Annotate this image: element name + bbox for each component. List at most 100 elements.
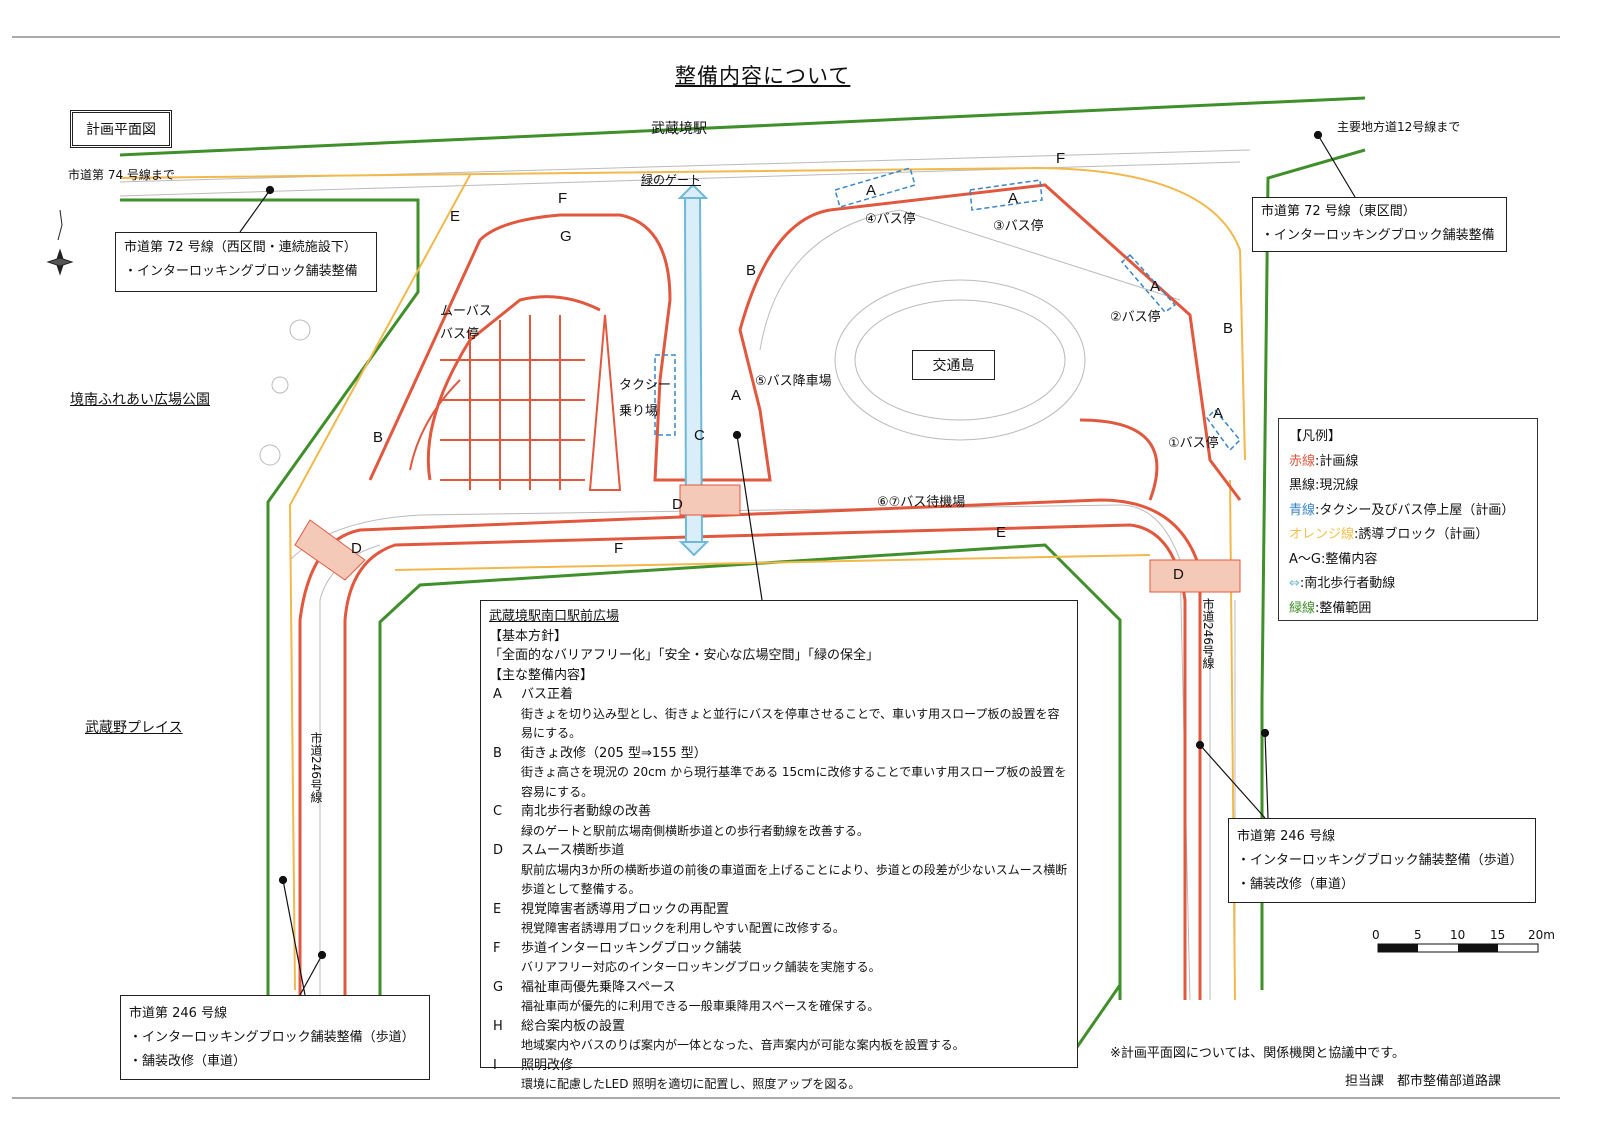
callout-route72-east: 市道第 72 号線（東区間） ・インターロッキングブロック舗装整備 bbox=[1252, 197, 1507, 252]
work-item: F 歩道インターロッキングブロック舗装 bbox=[489, 939, 1069, 959]
scale-bar bbox=[1377, 943, 1539, 953]
work-item-title: 街きょ改修（205 型⇒155 型） bbox=[521, 745, 707, 761]
map-letter: F bbox=[558, 190, 568, 207]
work-item-title: 福祉車両優先乗降スペース bbox=[521, 979, 676, 995]
work-item-desc: 街きょ高さを現況の 20cm から現行基準である 15cmに改修することで車いす… bbox=[521, 765, 1067, 799]
bus-stop-3-label: ③バス停 bbox=[993, 219, 1044, 234]
mubus-label: ムーバス bbox=[440, 304, 492, 319]
legend-key: 赤線 bbox=[1289, 453, 1316, 469]
traffic-island-label: 交通島 bbox=[912, 350, 995, 380]
callout-route72-west: 市道第 72 号線（西区間・連続施設下） ・インターロッキングブロック舗装整備 bbox=[115, 232, 377, 292]
bus-wait-67-label: ⑥⑦バス待機場 bbox=[877, 495, 966, 510]
road-246-left-label: 市道246号線 bbox=[309, 732, 323, 803]
smooth-crosswalks bbox=[294, 484, 1241, 593]
station-label: 武蔵境駅 bbox=[651, 121, 707, 137]
legend-key: 黒線 bbox=[1289, 478, 1316, 493]
work-item: G 福祉車両優先乗降スペース bbox=[489, 978, 1069, 998]
bus-shelters-grid bbox=[409, 314, 622, 491]
legend-key: 青線 bbox=[1289, 502, 1316, 518]
callout-title: 市道第 246 号線 bbox=[129, 1006, 228, 1021]
legend-title: 【凡例】 bbox=[1289, 429, 1342, 444]
legend-key: ⇔ bbox=[1289, 576, 1300, 591]
work-item-title: 歩道インターロッキングブロック舗装 bbox=[521, 940, 742, 956]
north-south-pedestrian-arrow bbox=[677, 183, 710, 557]
canopy-blue-lines bbox=[654, 167, 1242, 452]
callout-item: ・インターロッキングブロック舗装整備（歩道） bbox=[129, 1030, 415, 1045]
legend-text: :南北歩行者動線 bbox=[1299, 576, 1396, 591]
legend-text: :タクシー及びバス停上屋（計画） bbox=[1315, 502, 1515, 518]
legend-item: 青線:タクシー及びバス停上屋（計画） bbox=[1289, 499, 1527, 524]
map-letter: F bbox=[614, 540, 624, 557]
legend-item: ⇔:南北歩行者動線 bbox=[1289, 572, 1527, 597]
taxi-label: タクシー bbox=[619, 378, 672, 393]
work-item-desc: 地域案内やバスのりば案内が一体となった、音声案内が可能な案内板を設置する。 bbox=[521, 1038, 965, 1052]
work-item-key: F bbox=[493, 940, 501, 956]
work-item-desc: 福祉車両が優先的に利用できる一般車乗降用スペースを確保する。 bbox=[521, 999, 880, 1013]
park-label: 境南ふれあい広場公園 bbox=[70, 392, 210, 408]
green-gate-label: 緑のゲート bbox=[641, 173, 702, 187]
work-item-desc: バリアフリー対応のインターロッキングブロック舗装を実施する。 bbox=[521, 960, 881, 974]
callout-item: ・インターロッキングブロック舗装整備（歩道） bbox=[1237, 853, 1523, 868]
legend-text: :計画線 bbox=[1315, 453, 1359, 469]
legend-text: :誘導ブロック（計画） bbox=[1354, 527, 1489, 542]
legend-key: オレンジ線 bbox=[1289, 527, 1355, 542]
place-label: 武蔵野プレイス bbox=[85, 720, 183, 736]
work-item-title: 照明改修 bbox=[521, 1057, 574, 1073]
summary-box: 武蔵境駅南口駅前広場 【基本方針】 「全面的なバリアフリー化」「安全・安心な広場… bbox=[480, 600, 1078, 1091]
guide-orange-lines bbox=[119, 166, 1246, 1001]
bus-stop-1-label: ①バス停 bbox=[1168, 436, 1219, 451]
work-item-title: スムース横断歩道 bbox=[521, 843, 625, 858]
work-item: I 照明改修 bbox=[489, 1056, 1069, 1076]
work-item-key: C bbox=[493, 804, 503, 819]
legend-text: :整備範囲 bbox=[1315, 600, 1372, 616]
callout-route246-right: 市道第 246 号線 ・インターロッキングブロック舗装整備（歩道） ・舗装改修（… bbox=[1228, 818, 1536, 903]
work-item-key: I bbox=[493, 1057, 497, 1073]
work-item-key: E bbox=[493, 901, 502, 917]
scope-green-lines bbox=[119, 96, 1366, 1051]
scale-tick: 10 bbox=[1450, 928, 1466, 942]
work-item-title: 総合案内板の設置 bbox=[521, 1018, 626, 1034]
legend-item: 黒線:現況線 bbox=[1289, 474, 1527, 499]
scale-tick: 5 bbox=[1414, 928, 1422, 942]
callout-route246-left: 市道第 246 号線 ・インターロッキングブロック舗装整備（歩道） ・舗装改修（… bbox=[120, 995, 430, 1080]
legend-key: 緑線 bbox=[1289, 600, 1316, 616]
works-heading: 【主な整備内容】 bbox=[489, 667, 594, 683]
bus-alight-5-label: ⑤バス降車場 bbox=[755, 374, 832, 389]
scale-tick: 15 bbox=[1490, 928, 1506, 942]
map-letter: D bbox=[351, 540, 362, 557]
legend-item: 赤線:計画線 bbox=[1289, 450, 1527, 475]
policy-text: 「全面的なバリアフリー化」「安全・安心な広場空間」「緑の保全」 bbox=[489, 648, 880, 663]
work-item-key: B bbox=[493, 745, 502, 761]
work-item-title: 南北歩行者動線の改善 bbox=[521, 804, 652, 819]
bus-stop-4-label: ④バス停 bbox=[865, 212, 916, 227]
scale-tick: 0 bbox=[1372, 928, 1380, 942]
work-item-key: G bbox=[493, 979, 504, 995]
legend-key: A～G bbox=[1289, 551, 1321, 567]
legend-item: オレンジ線:誘導ブロック（計画） bbox=[1289, 523, 1527, 548]
legend-item: 緑線:整備範囲 bbox=[1289, 597, 1527, 622]
route12-label: 主要地方道12号線まで bbox=[1337, 120, 1461, 134]
map-letter: C bbox=[694, 427, 705, 444]
page-title: 整備内容について bbox=[675, 64, 851, 88]
map-letter: A bbox=[1150, 278, 1161, 295]
map-letter: E bbox=[996, 524, 1007, 541]
work-item-desc: 緑のゲートと駅前広場南側横断歩道との歩行者動線を改善する。 bbox=[521, 823, 869, 838]
work-item: B 街きょ改修（205 型⇒155 型） bbox=[489, 744, 1069, 764]
north-arrow-icon bbox=[46, 209, 74, 276]
work-item-key: H bbox=[493, 1018, 503, 1034]
route74-label: 市道第 74 号線まで bbox=[68, 168, 175, 182]
work-item-key: D bbox=[493, 843, 504, 858]
work-item: H 総合案内板の設置 bbox=[489, 1017, 1069, 1037]
department-text: 担当課 都市整備部道路課 bbox=[1345, 1074, 1502, 1089]
scale-tick: 20m bbox=[1528, 928, 1555, 942]
callout-title: 市道第 72 号線（東区間） bbox=[1261, 204, 1416, 219]
callout-item: ・インターロッキングブロック舗装整備 bbox=[1261, 228, 1495, 243]
leader-lines bbox=[239, 130, 1356, 996]
map-letter: D bbox=[1173, 566, 1184, 583]
legend: 【凡例】 赤線:計画線黒線:現況線青線:タクシー及びバス停上屋（計画）オレンジ線… bbox=[1278, 418, 1538, 621]
map-letter: B bbox=[746, 262, 757, 279]
map-letter: A bbox=[866, 182, 877, 199]
